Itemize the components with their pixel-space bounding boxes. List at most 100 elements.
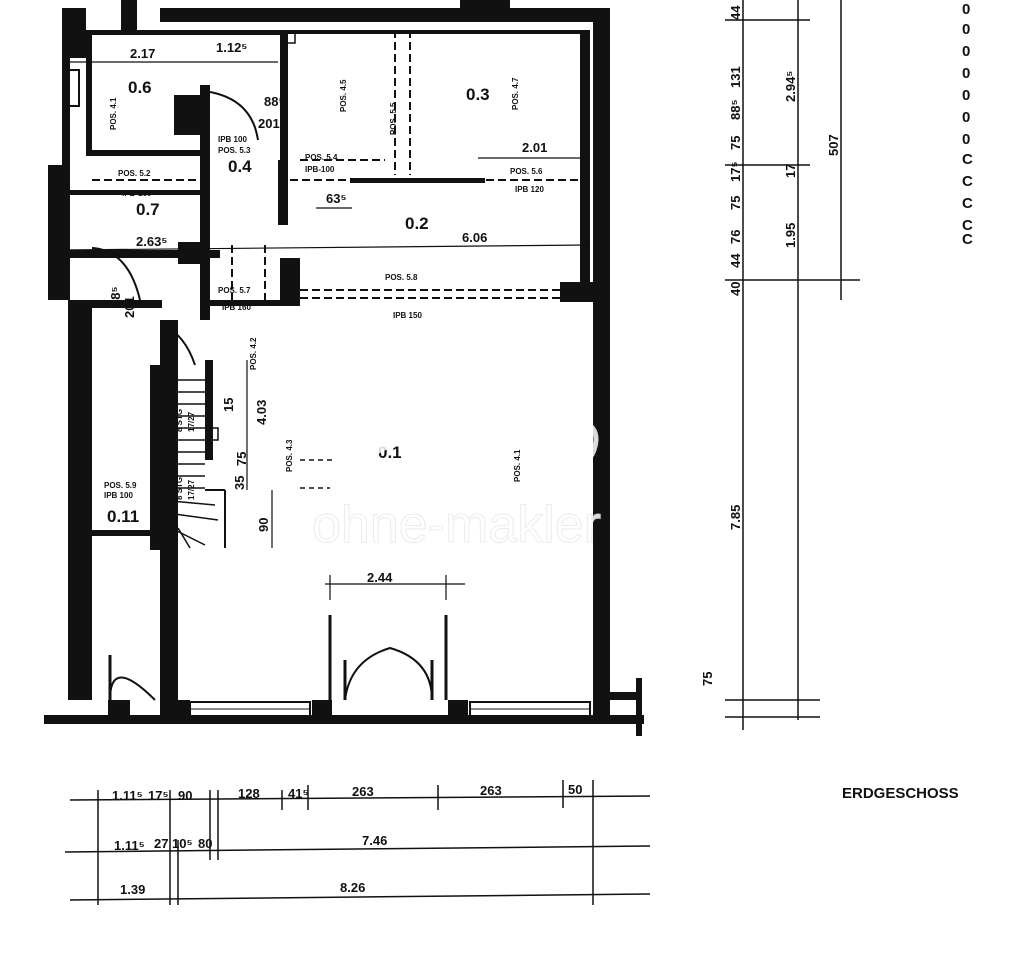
dim-201-b: 201: [122, 296, 137, 318]
dim-2-01: 2.01: [522, 140, 547, 155]
pos-4-7-label: POS. 4.7: [511, 77, 520, 110]
position-labels: IPB 100 POS. 5.3 POS. 5.4 IPB-100 POS. 5…: [104, 77, 544, 500]
bottom-dim-1-11-5: 1.11⁵: [112, 788, 143, 803]
dim-35: 35: [232, 476, 247, 490]
bottom-dim-41-5: 41⁵: [288, 786, 309, 801]
dim-88-5: 88⁵: [264, 94, 285, 109]
stairs-step-count: 8 STG: [175, 409, 184, 432]
right-dim-44: 44: [728, 5, 743, 20]
inner-dimensions: 2.17 1.12⁵ 88⁵ 201 2.01 63⁵ 2.63⁵ 6.06 8…: [65, 40, 591, 600]
edge-mark-8: C: [962, 151, 973, 168]
edge-mark-6: 0: [962, 109, 970, 126]
ipb-160-label-b: IPB-160: [122, 189, 152, 198]
dim-90: 90: [256, 518, 271, 532]
bottom-dim-1-39: 1.39: [120, 882, 145, 897]
dim-2-44: 2.44: [367, 570, 393, 585]
outer-walls: [44, 0, 644, 736]
room-label-0.11: 0.11: [107, 507, 139, 526]
stairs-step-ratio-b: 17/27: [187, 479, 196, 500]
ipb-100-label-b: IPB-100: [305, 165, 335, 174]
dim-6-06: 6.06: [462, 230, 487, 245]
watermark: ohne-makler: [312, 409, 602, 555]
dim-201: 201: [258, 116, 280, 131]
bottom-dim-263: 263: [352, 784, 374, 799]
edge-marks: 0 0 0 0 0 0 0 C C C C C: [962, 1, 973, 248]
pos-5-3-label: POS. 5.3: [218, 146, 251, 155]
inner-walls: [70, 30, 593, 720]
bottom-dim-80: 80: [198, 836, 212, 851]
pos-4-5-label: POS. 4.5: [339, 79, 348, 112]
edge-mark-3: 0: [962, 43, 970, 60]
room-label-0.2: 0.2: [405, 214, 429, 233]
pos-4-3-label: POS. 4.3: [285, 439, 294, 472]
room-label-0.3: 0.3: [466, 85, 490, 104]
house-logo-icon: [350, 414, 512, 468]
bottom-dim-8-26: 8.26: [340, 880, 365, 895]
dim-2-63-5: 2.63⁵: [136, 234, 167, 249]
bottom-dim-263-b: 263: [480, 783, 502, 798]
stairs-step-ratio: 17/27: [187, 411, 196, 432]
edge-mark-12: C: [962, 231, 973, 248]
dim-75: 75: [234, 452, 249, 466]
bottom-dim-90: 90: [178, 788, 192, 803]
edge-mark-2: 0: [962, 21, 970, 38]
room-label-0.4: 0.4: [228, 157, 252, 176]
door-swings: [91, 91, 448, 701]
pos-4-1-label: POS. 4.1: [109, 97, 118, 130]
edge-mark-5: 0: [962, 87, 970, 104]
right-dim-17-5: 17⁵: [728, 161, 743, 182]
right-dim-7-85: 7.85: [728, 505, 743, 530]
room-label-0.7: 0.7: [136, 200, 160, 219]
ipb-100-label-c: IPB 100: [104, 491, 133, 500]
right-dimensions: 44 131 88⁵ 75 17⁵ 75 76 44 40 2.94⁵ 17 1…: [700, 0, 860, 730]
room-label-0.6: 0.6: [128, 78, 152, 97]
dim-88-5-b: 88⁵: [108, 286, 123, 307]
right-dim-75: 75: [728, 136, 743, 150]
misc-marks: [210, 32, 335, 489]
bottom-dimensions: 1.11⁵ 17⁵ 90 128 41⁵ 263 263 50 1.11⁵ 27…: [64, 780, 651, 905]
bottom-dim-10-5: 10⁵: [172, 836, 193, 851]
right-dim-75-c: 75: [700, 672, 715, 686]
bottom-dim-128: 128: [238, 786, 260, 801]
pos-4-1-label-b: POS. 4.1: [513, 449, 522, 482]
staircase: [159, 379, 226, 549]
bottom-dim-1-11-5-b: 1.11⁵: [114, 838, 145, 853]
pos-5-8-label: POS. 5.8: [385, 273, 418, 282]
pos-4-2-label: POS. 4.2: [249, 337, 258, 370]
dim-63-5: 63⁵: [326, 191, 347, 206]
bottom-dim-17-5: 17⁵: [148, 788, 169, 803]
window-frames: [64, 69, 591, 717]
watermark-text: ohne-makler: [312, 496, 601, 554]
pos-5-7-label: POS. 5.7: [218, 286, 251, 295]
edge-mark-9: C: [962, 173, 973, 190]
stairs-step-count-b: 8 STG: [175, 477, 184, 500]
beam-lines: [92, 30, 580, 300]
edge-mark-1: 0: [962, 1, 970, 18]
ipb-150-label: IPB 150: [393, 311, 422, 320]
edge-mark-7: 0: [962, 131, 970, 148]
pos-5-6-label: POS. 5.6: [510, 167, 543, 176]
bottom-dim-50: 50: [568, 782, 582, 797]
right-dim-75-b: 75: [728, 196, 743, 210]
edge-mark-10: C: [962, 195, 973, 212]
edge-mark-11: C: [962, 217, 973, 234]
right-dim-507: 507: [826, 134, 841, 156]
right-dim-88-5: 88⁵: [728, 99, 743, 120]
right-dim-2-94-5: 2.94⁵: [783, 71, 798, 102]
pos-5-2-label: POS. 5.2: [118, 169, 151, 178]
pos-5-9-label: POS. 5.9: [104, 481, 137, 490]
right-dim-76: 76: [728, 230, 743, 244]
bottom-dim-7-46: 7.46: [362, 833, 387, 848]
right-dim-40: 40: [728, 282, 743, 296]
dim-1-12: 1.12⁵: [216, 40, 247, 55]
right-dim-44-b: 44: [728, 253, 743, 268]
bottom-dim-27: 27: [154, 836, 168, 851]
dim-15: 15: [221, 398, 236, 412]
right-dim-1-95: 1.95: [783, 223, 798, 248]
pos-5-5-label: POS. 5.5: [389, 102, 398, 135]
right-dim-131: 131: [728, 66, 743, 88]
ipb-100-label: IPB 100: [218, 135, 247, 144]
edge-mark-4: 0: [962, 65, 970, 82]
pos-5-4-label: POS. 5.4: [305, 153, 338, 162]
